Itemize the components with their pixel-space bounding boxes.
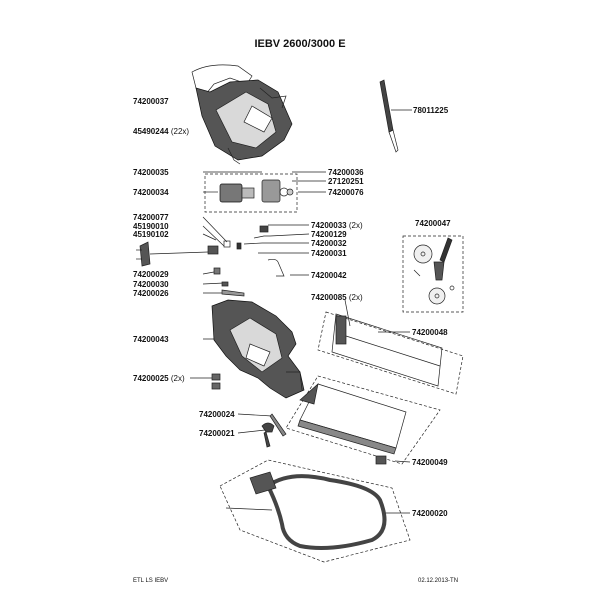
part-label-27120251: 27120251 <box>328 177 364 186</box>
accessory-dashed-box <box>402 235 464 313</box>
clips-drawing <box>211 373 221 390</box>
part-label-45190010: 45190010 <box>133 222 169 231</box>
part-label-74200048: 74200048 <box>412 328 448 337</box>
leader-74200021 <box>237 429 266 434</box>
part-label-74200029: 74200029 <box>133 270 169 279</box>
part-label-74200042: 74200042 <box>311 271 347 280</box>
part-label-74200033: 74200033 (2x) <box>311 221 363 230</box>
part-label-74200032: 74200032 <box>311 239 347 248</box>
leader-74200129 <box>269 233 310 237</box>
quantity-note: (2x) <box>348 221 363 230</box>
part-label-74200026: 74200026 <box>133 289 169 298</box>
part-label-45490244: 45490244 (22x) <box>133 127 189 136</box>
leader-45190010 <box>202 225 225 247</box>
collection-bag-drawing <box>219 459 411 563</box>
part-label-45190102: 45190102 <box>133 230 169 239</box>
leader-45190102 <box>202 233 217 241</box>
leader-74200049 <box>394 460 411 463</box>
leader-74200024 <box>237 413 273 417</box>
leader-74200030 <box>202 282 225 285</box>
leader-74200077 <box>202 216 228 243</box>
part-label-74200077: 74200077 <box>133 213 169 222</box>
part-label-74200129: 74200129 <box>311 230 347 239</box>
motor-drawing <box>219 179 294 203</box>
quantity-note: (2x) <box>170 374 185 383</box>
part-label-74200049: 74200049 <box>412 458 448 467</box>
part-label-74200076: 74200076 <box>328 188 364 197</box>
diagram-title: IEBV 2600/3000 E <box>254 38 346 50</box>
part-label-74200020: 74200020 <box>412 509 448 518</box>
part-number: 74200085 <box>311 293 347 302</box>
leader-74200029 <box>202 271 215 275</box>
part-label-74200037: 74200037 <box>133 97 169 106</box>
motor-dashed-box <box>204 173 298 213</box>
part-label-74200034: 74200034 <box>133 188 169 197</box>
footer-right: 02.12.2013-TN <box>418 578 459 584</box>
upper-housing-drawing <box>191 64 293 165</box>
lower-housing-drawing <box>211 299 305 399</box>
part-label-74200025: 74200025 (2x) <box>133 374 185 383</box>
part-label-74200030: 74200030 <box>133 280 169 289</box>
leader-74200085 <box>344 299 351 327</box>
part-number: 45490244 <box>133 127 169 136</box>
part-label-74200036: 74200036 <box>328 168 364 177</box>
part-label-74200021: 74200021 <box>199 429 235 438</box>
lower-tray-drawing <box>285 375 441 465</box>
part-number: 74200033 <box>311 221 347 230</box>
footer-left: ETL LS IEBV <box>133 578 169 584</box>
cable-drawing <box>136 225 285 297</box>
shaft-drawing <box>379 79 399 153</box>
pin-knob-drawing <box>261 413 287 448</box>
part-label-74200043: 74200043 <box>133 335 169 344</box>
part-label-74200047: 74200047 <box>415 219 451 228</box>
part-label-74200085: 74200085 (2x) <box>311 293 363 302</box>
accessory-drawing <box>413 237 455 305</box>
part-label-74200031: 74200031 <box>311 249 347 258</box>
upper-tray-drawing <box>317 311 464 395</box>
part-label-74200035: 74200035 <box>133 168 169 177</box>
part-label-78011225: 78011225 <box>413 106 449 115</box>
part-label-74200024: 74200024 <box>199 410 235 419</box>
part-number: 74200025 <box>133 374 169 383</box>
quantity-note: (22x) <box>170 127 190 136</box>
quantity-note: (2x) <box>348 293 363 302</box>
